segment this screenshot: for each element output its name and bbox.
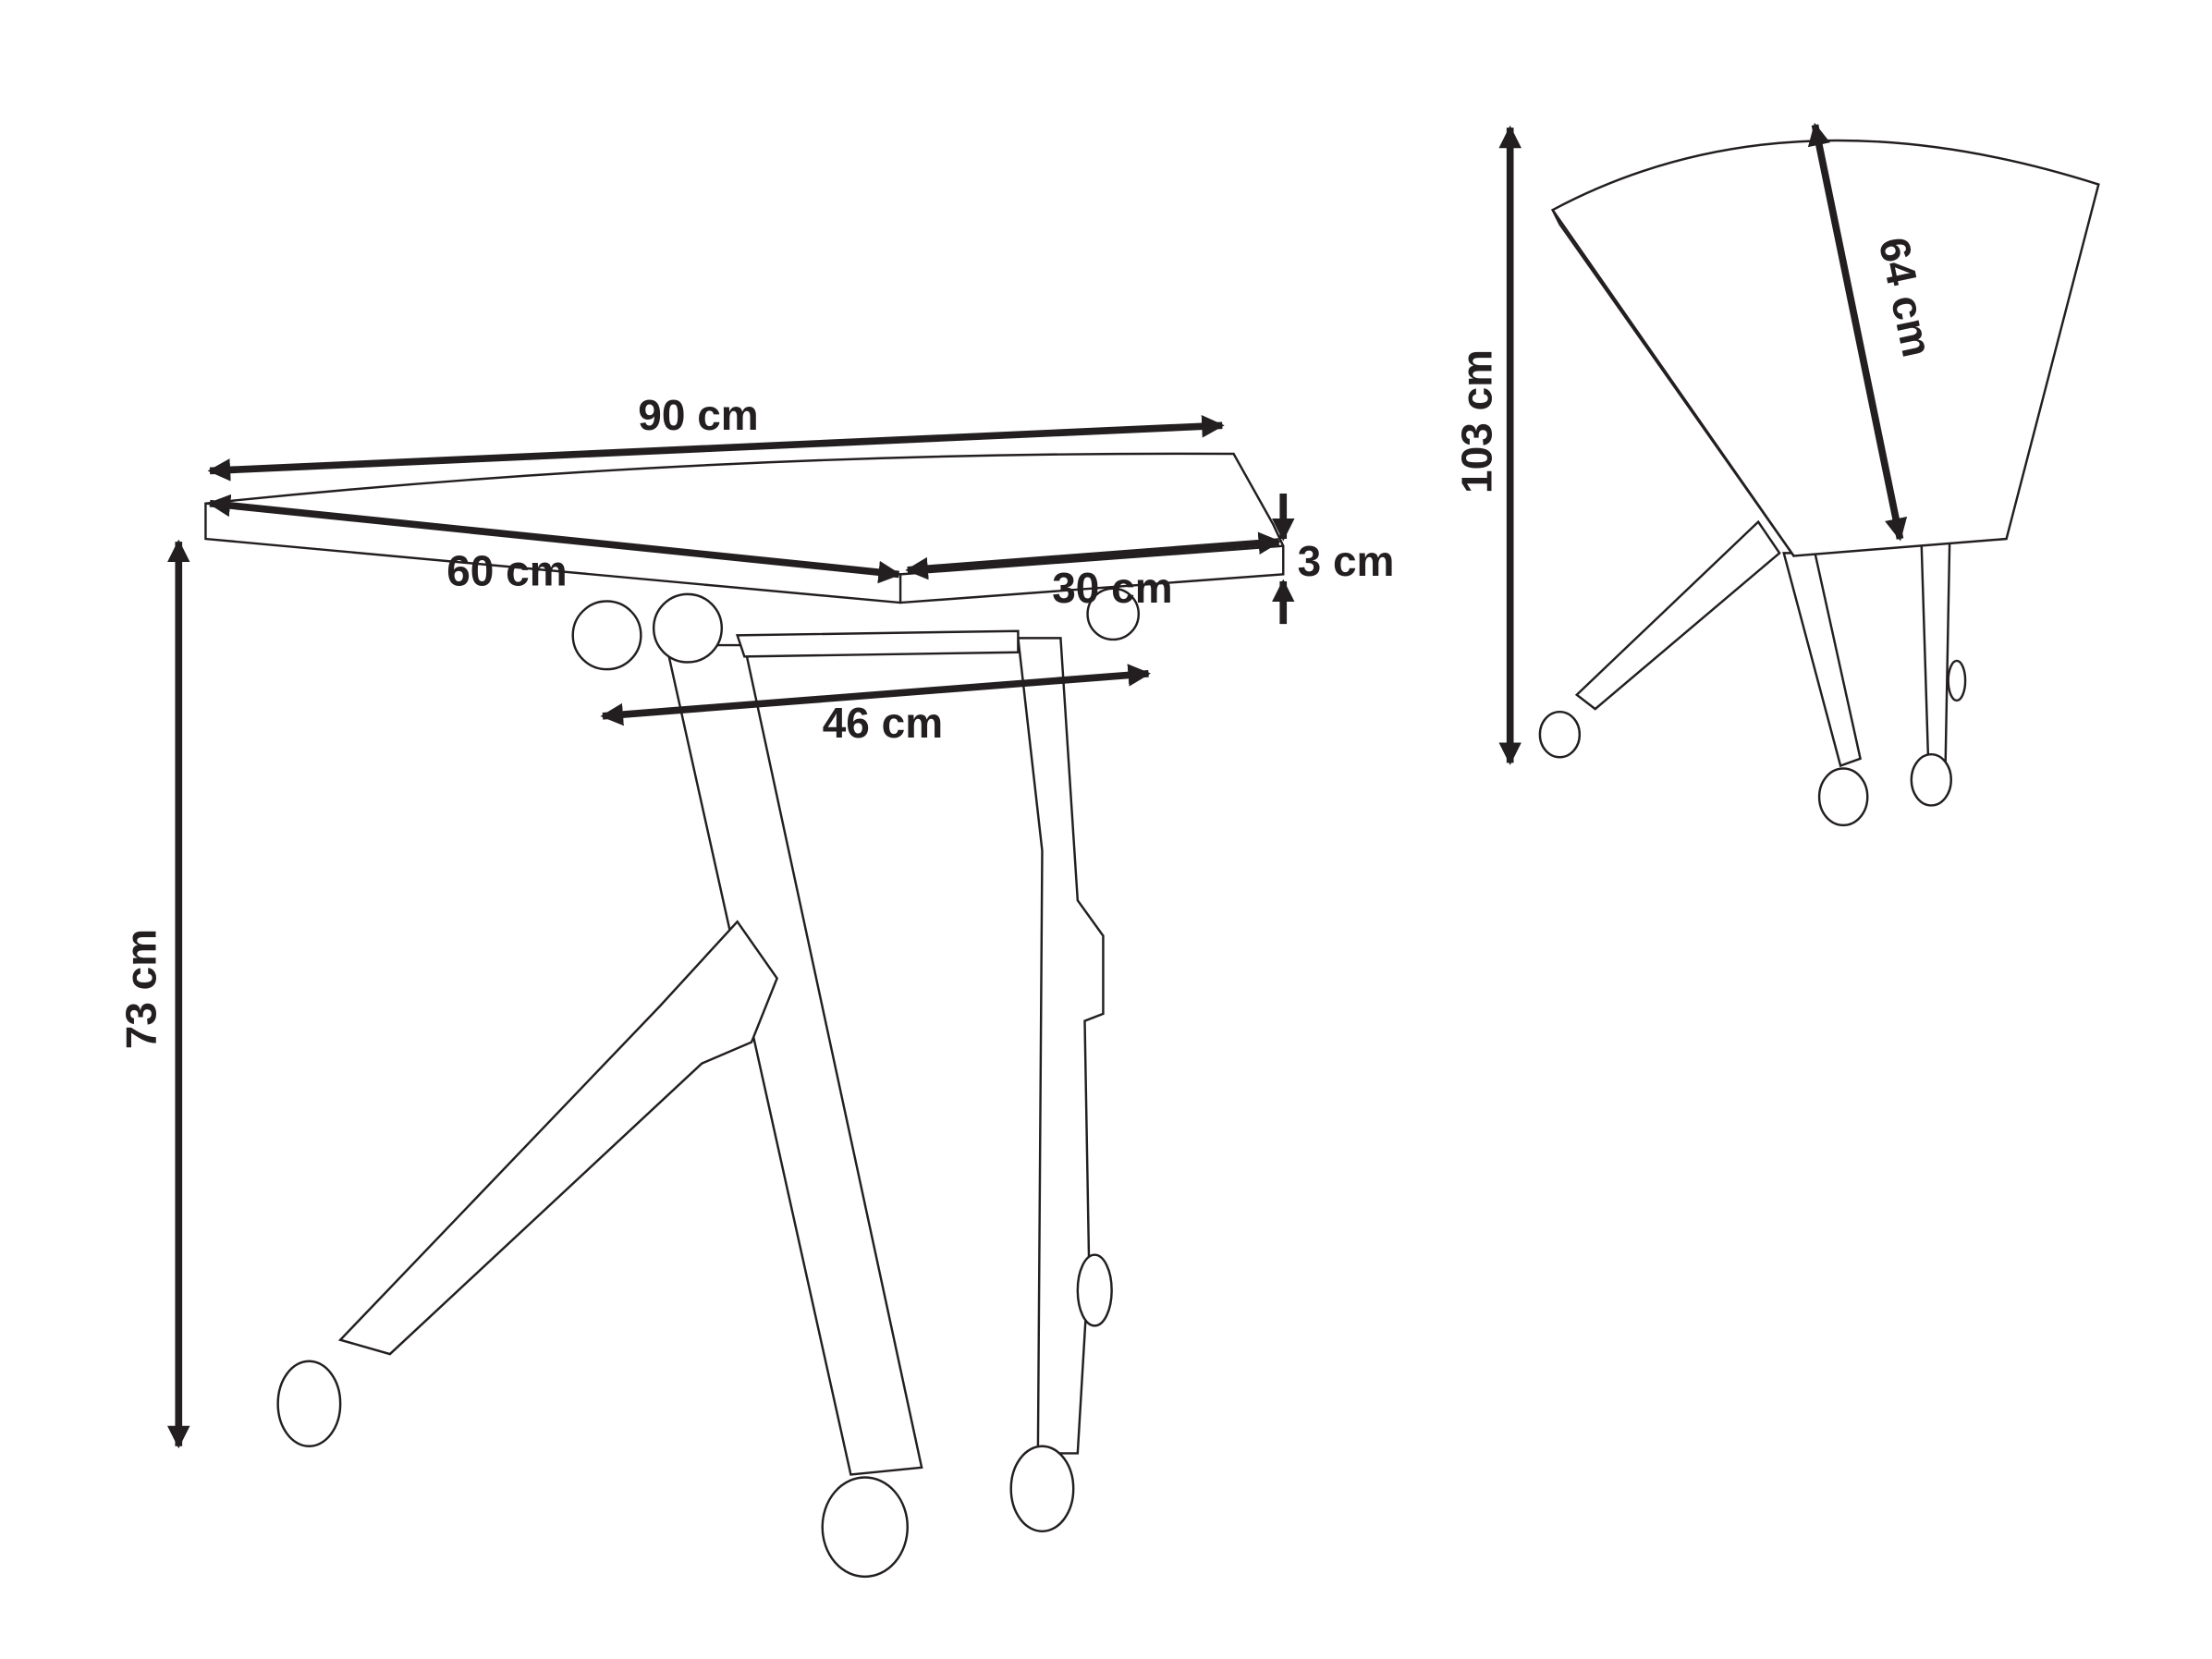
folded-leg <box>1920 537 1951 767</box>
dimension-lines <box>167 415 1295 1449</box>
caster-wheel <box>1947 659 1967 702</box>
depth-left-label: 60 cm <box>446 547 567 595</box>
hinge-knob <box>652 592 724 664</box>
folded-desk-drawing <box>1538 139 2100 827</box>
caster-wheel <box>1817 767 1869 827</box>
caster-wheel <box>1538 710 1582 759</box>
crossbar <box>735 629 1020 658</box>
depth-right-label: 30 cm <box>1052 564 1172 612</box>
caster-wheel <box>276 1360 342 1448</box>
caster-wheel <box>1009 1445 1075 1533</box>
unfolded-desk-drawing <box>204 452 1285 1579</box>
folded-tabletop <box>1550 139 2100 557</box>
folded-leg <box>1782 552 1863 768</box>
caster-wheel <box>1076 1253 1113 1327</box>
diagonal-brace <box>337 920 779 1356</box>
height-label: 73 cm <box>117 929 165 1049</box>
folded-brace <box>1574 519 1781 711</box>
folded-height-label: 103 cm <box>1453 349 1501 494</box>
hinge-knob <box>1086 587 1141 641</box>
width-total-label: 90 cm <box>638 391 758 439</box>
leg-spacing-label: 46 cm <box>823 699 943 747</box>
caster-wheel <box>821 1476 909 1579</box>
hinge-knob <box>571 600 642 671</box>
caster-wheel <box>1910 752 1952 807</box>
right-leg <box>1017 637 1105 1455</box>
top-thickness-label: 3 cm <box>1298 537 1395 585</box>
